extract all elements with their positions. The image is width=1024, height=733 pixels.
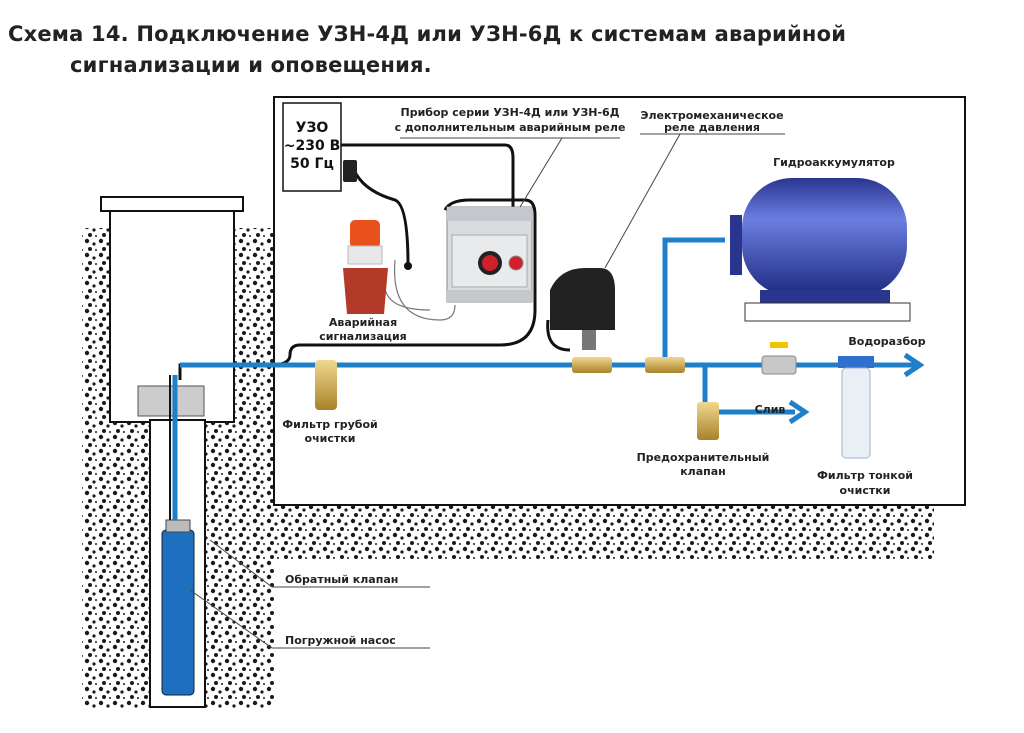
power-plug-icon: [343, 160, 357, 182]
leader-lines: [189, 133, 785, 649]
drain-arrow-icon: [788, 399, 810, 425]
outlet-arrow-icon: [903, 352, 925, 378]
tee-fitting: [645, 357, 685, 373]
alarm-label-line2: сигнализация: [319, 330, 407, 343]
power-cables: [178, 143, 571, 380]
relay-label-line1: Электромеханическое: [640, 109, 783, 122]
check-valve: [165, 519, 191, 533]
safety-valve: [697, 402, 719, 440]
accumulator-label: Гидроаккумулятор: [773, 156, 895, 169]
hydroaccumulator: [730, 178, 911, 322]
device-label-line2: с дополнительным аварийным реле: [395, 121, 626, 134]
alarm-siren-icon: [343, 220, 388, 314]
ball-valve: [761, 355, 797, 375]
uzo-box: УЗО ~230 В 50 Гц: [282, 102, 342, 192]
tee-fitting: [572, 357, 612, 373]
submersible-pump: [161, 519, 195, 696]
pressure-relay: [550, 268, 615, 350]
diagram-title-line2: сигнализации и оповещения.: [70, 53, 432, 77]
safety-valve-label-line1: Предохранительный: [637, 451, 770, 464]
device-label-line1: Прибор серии УЗН-4Д или УЗН-6Д: [401, 106, 620, 119]
fine-filter-label-line1: Фильтр тонкой: [817, 469, 913, 482]
alarm-label-line1: Аварийная: [329, 316, 397, 329]
coarse-filter-label-line2: очистки: [305, 432, 356, 445]
diagram-title-line1: Схема 14. Подключение УЗН-4Д или УЗН-6Д …: [8, 22, 847, 46]
pump-label: Погружной насос: [285, 634, 396, 647]
uzo-voltage: ~230 В: [284, 138, 341, 154]
fine-filter-label-line2: очистки: [840, 484, 891, 497]
coarse-filter: [315, 360, 337, 410]
uzn-device: [446, 206, 533, 303]
check-valve-label: Обратный клапан: [285, 573, 398, 586]
uzo-label: УЗО: [296, 120, 329, 136]
safety-valve-label-line2: клапан: [680, 465, 726, 478]
relay-label-line2: реле давления: [664, 121, 760, 134]
uzo-frequency: 50 Гц: [290, 156, 334, 172]
coarse-filter-label-line1: Фильтр грубой: [282, 418, 377, 431]
fine-filter: [838, 356, 874, 459]
water-outlet-label: Водоразбор: [848, 335, 925, 348]
drain-label: Слив: [755, 403, 786, 416]
